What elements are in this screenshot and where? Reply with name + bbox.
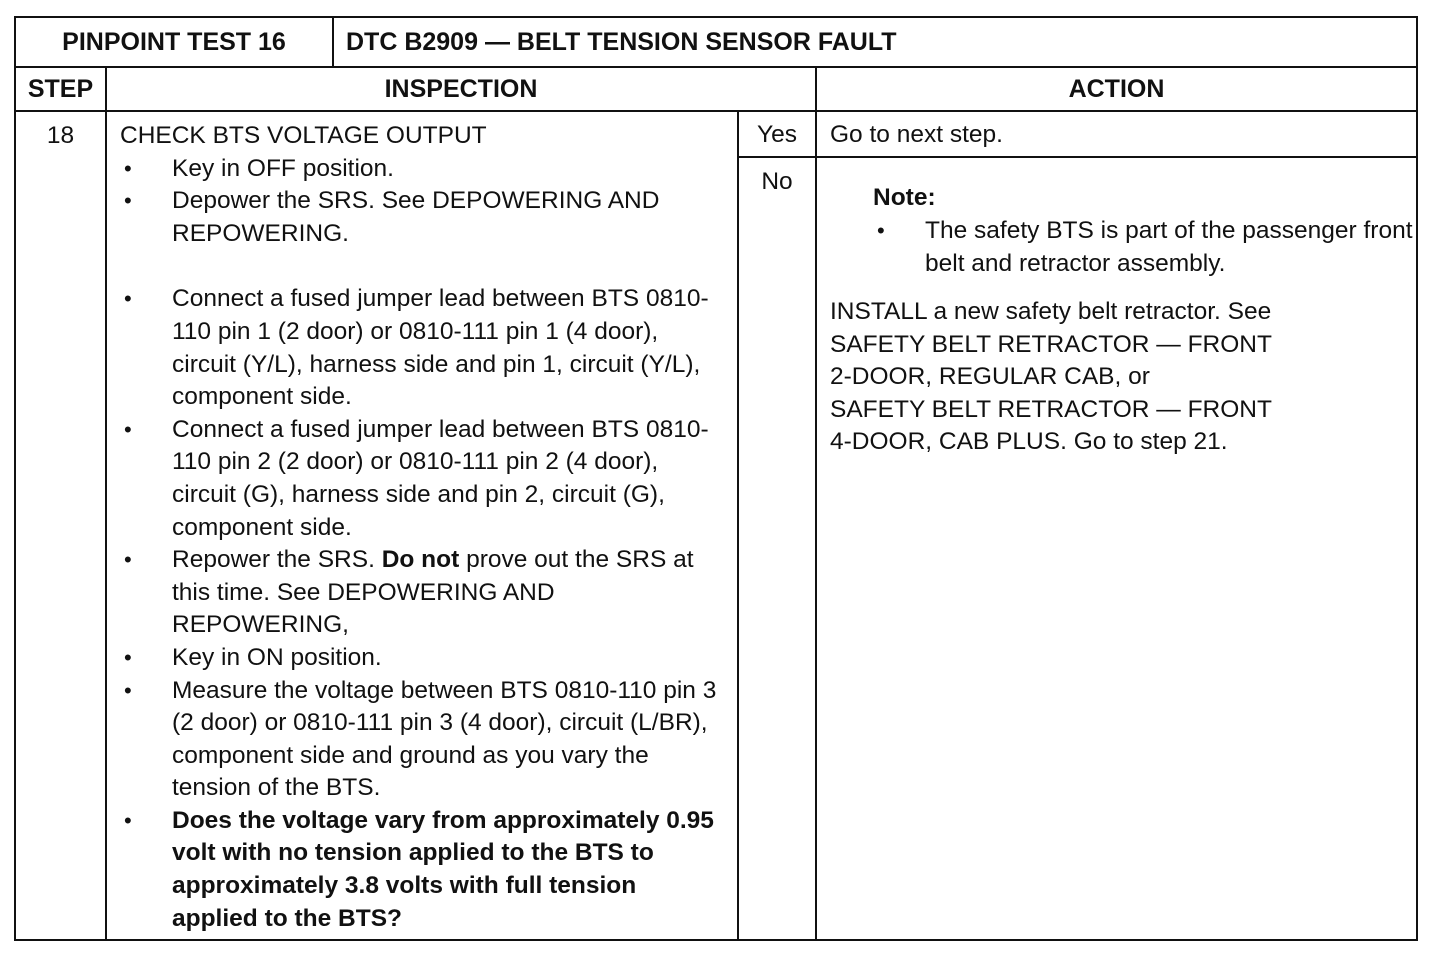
inspection-steps: Key in OFF position. Depower the SRS. Se… — [120, 153, 728, 936]
step-number: 18 — [46, 122, 75, 149]
test-id-cell: PINPOINT TEST 16 — [14, 16, 334, 68]
dtc-title-cell: DTC B2909 — BELT TENSION SENSOR FAULT — [332, 16, 1418, 68]
install-line: 4-DOOR, CAB PLUS. Go to step 21. — [830, 428, 1228, 456]
install-line: SAFETY BELT RETRACTOR — FRONT — [830, 395, 1272, 423]
inspection-question: Does the voltage vary from approximately… — [120, 805, 728, 935]
note-list: The safety BTS is part of the passenger … — [873, 215, 1413, 280]
action-header-cell: ACTION — [815, 66, 1418, 112]
yes-label: Yes — [757, 121, 797, 148]
inspection-step: Connect a fused jumper lead between BTS … — [120, 283, 728, 413]
install-line: 2-DOOR, REGULAR CAB, or — [830, 363, 1150, 391]
inspection-step: Connect a fused jumper lead between BTS … — [120, 414, 728, 544]
step-header-cell: STEP — [14, 66, 107, 112]
inspection-step: Depower the SRS. See DEPOWERING AND REPO… — [120, 185, 728, 250]
no-label-cell: No — [737, 156, 817, 941]
inspection-content: CHECK BTS VOLTAGE OUTPUT Key in OFF posi… — [120, 120, 728, 935]
action-column-header: ACTION — [1068, 74, 1165, 103]
yes-label-cell: Yes — [737, 110, 817, 158]
yes-action-cell: Go to next step. — [815, 110, 1418, 158]
inspection-heading: CHECK BTS VOLTAGE OUTPUT — [120, 122, 487, 149]
test-id: PINPOINT TEST 16 — [62, 27, 286, 56]
inspection-step: Repower the SRS. Do not prove out the SR… — [120, 544, 728, 642]
install-line: SAFETY BELT RETRACTOR — FRONT — [830, 330, 1272, 358]
inspection-cell: CHECK BTS VOLTAGE OUTPUT Key in OFF posi… — [105, 110, 739, 941]
no-action-cell: Note: The safety BTS is part of the pass… — [815, 156, 1418, 941]
note-label: Note: — [873, 184, 936, 211]
inspection-header-cell: INSPECTION — [105, 66, 817, 112]
note-text: The safety BTS is part of the passenger … — [873, 215, 1413, 280]
inspection-step: Key in ON position. — [120, 642, 728, 675]
yes-action: Go to next step. — [830, 121, 1003, 148]
inspection-step: Key in OFF position. — [120, 153, 728, 186]
inspection-column-header: INSPECTION — [384, 74, 538, 103]
step-column-header: STEP — [27, 74, 94, 103]
inspection-step: Measure the voltage between BTS 0810-110… — [120, 675, 728, 805]
step-cell: 18 — [14, 110, 107, 941]
install-instructions: INSTALL a new safety belt retractor. See… — [830, 296, 1410, 459]
no-label: No — [761, 168, 793, 195]
install-line: INSTALL a new safety belt retractor. See — [830, 298, 1272, 325]
dtc-title: DTC B2909 — BELT TENSION SENSOR FAULT — [346, 27, 897, 56]
